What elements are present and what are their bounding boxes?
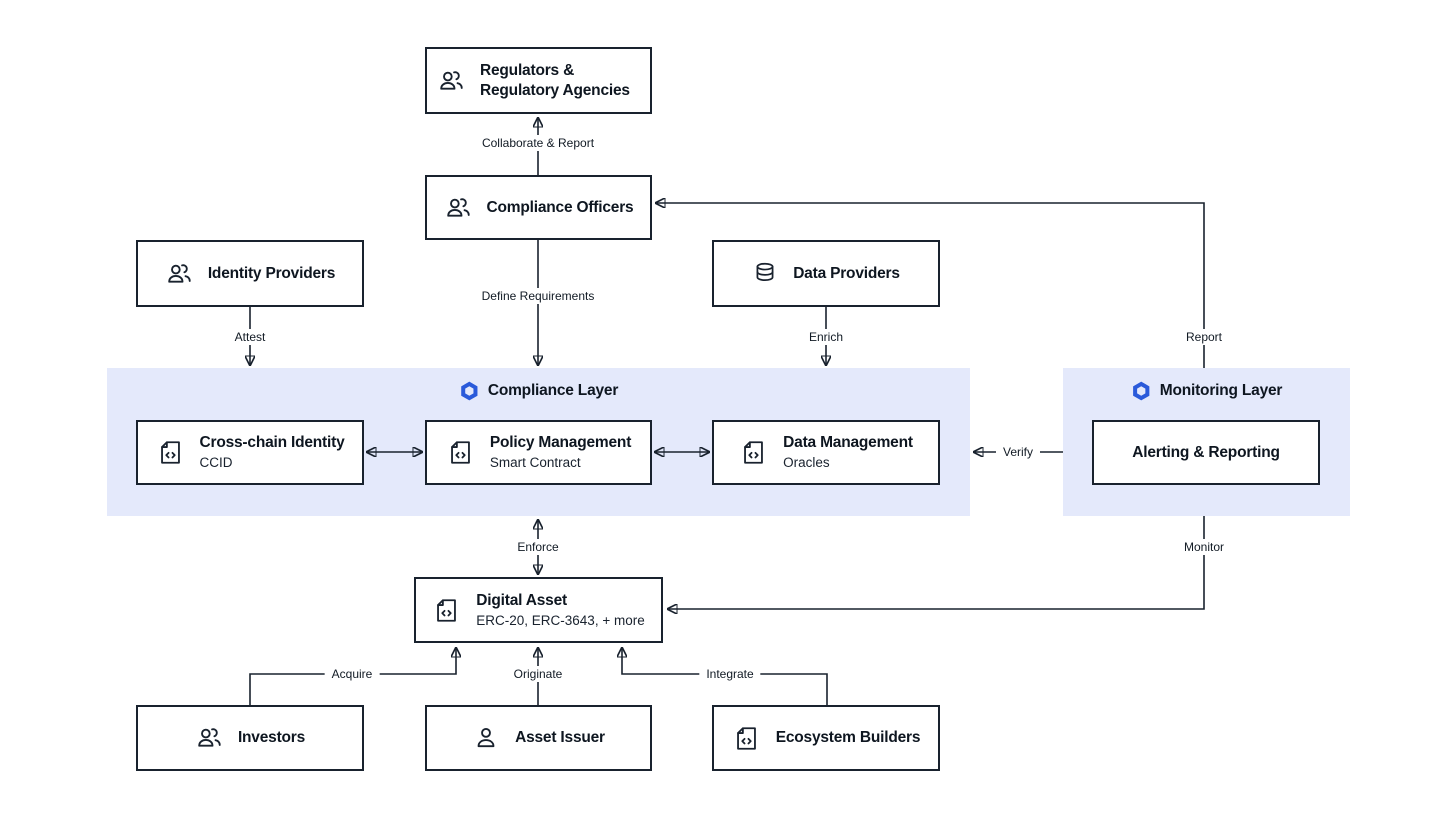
chainlink-hexagon-icon [460,381,477,401]
node-title: Ecosystem Builders [775,729,921,746]
people-icon [165,260,193,288]
node-investors: Investors [136,705,364,771]
node-compliance-officers: Compliance Officers [425,175,652,240]
compliance-layer-title: Compliance Layer [487,382,619,399]
node-data-providers: Data Providers [712,240,940,307]
node-title: Asset Issuer [515,729,605,746]
node-regulators: Regulators & Regulatory Agencies [425,47,652,114]
node-title: Data Providers [793,264,900,282]
node-title: Alerting & Reporting [1132,443,1280,461]
edge-label-originate: Originate [506,666,570,682]
node-identity-providers: Identity Providers [136,240,364,307]
contract-icon [732,724,761,753]
edge-label-enforce: Enforce [510,539,566,555]
node-title: Regulators & Regulatory Agencies [480,61,630,99]
monitoring-layer-header: Monitoring Layer [1131,381,1283,401]
node-subtitle: CCID [199,455,233,470]
node-title: Digital Asset [476,591,567,609]
contract-icon [432,596,461,625]
edge-label-collaborate-report: Collaborate & Report [474,135,602,151]
contract-icon [446,438,475,467]
edge-label-report: Report [1178,329,1230,345]
people-icon [195,724,223,752]
person-icon [472,724,500,752]
node-subtitle: Smart Contract [489,455,581,470]
node-subtitle: ERC-20, ERC-3643, + more [476,612,645,628]
edge-label-define-requirements: Define Requirements [474,288,602,304]
monitoring-layer-title: Monitoring Layer [1159,382,1283,399]
node-subtitle: Oracles [783,455,830,470]
node-title: Data Management [783,434,913,451]
compliance-layer-header: Compliance Layer [459,381,618,401]
node-digital-asset: Digital Asset ERC-20, ERC-3643, + more [414,577,663,643]
contract-icon [156,438,185,467]
chainlink-hexagon-icon [1132,381,1149,401]
edge-label-monitor: Monitor [1176,539,1232,555]
node-title: Investors [237,729,306,746]
edge-label-verify: Verify [995,444,1041,460]
contract-icon [739,438,768,467]
database-icon [752,261,778,287]
people-icon [444,194,472,222]
edge-label-attest: Attest [227,329,273,345]
node-title: Identity Providers [207,264,336,282]
node-title: Compliance Officers [486,198,634,216]
node-cross-chain-identity: Cross-chain Identity CCID [136,420,364,485]
node-alerting-reporting: Alerting & Reporting [1092,420,1320,485]
edge-label-acquire: Acquire [324,666,380,682]
people-icon [437,67,465,95]
edge-monitor [668,516,1205,609]
node-data-management: Data Management Oracles [712,420,940,485]
node-title: Policy Management [489,434,632,451]
node-policy-management: Policy Management Smart Contract [425,420,652,485]
edge-label-enrich: Enrich [801,329,851,345]
node-ecosystem-builders: Ecosystem Builders [712,705,940,771]
node-title: Cross-chain Identity [199,434,345,451]
edge-label-integrate: Integrate [699,666,761,682]
node-asset-issuer: Asset Issuer [425,705,652,771]
